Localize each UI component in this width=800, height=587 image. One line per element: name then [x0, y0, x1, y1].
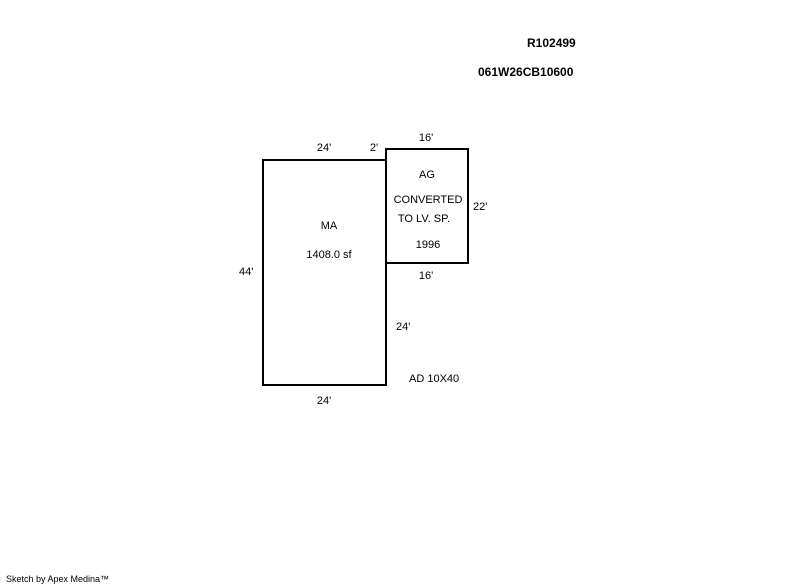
- dim-main-right-lower: 24': [396, 321, 410, 333]
- account-id: R102499: [527, 36, 576, 50]
- garage-note-line2: TO LV. SP.: [398, 213, 450, 225]
- dim-main-bottom: 24': [317, 395, 331, 407]
- addition-label: AD 10X40: [409, 373, 459, 385]
- dim-main-left: 44': [239, 266, 253, 278]
- main-area-code: MA: [321, 220, 338, 232]
- dim-garage-bottom: 16': [419, 270, 433, 282]
- sketch-credit: Sketch by Apex Medina™: [6, 574, 110, 584]
- garage-year: 1996: [416, 239, 440, 251]
- garage-note-line1: CONVERTED: [394, 194, 463, 206]
- attached-garage-outline: [385, 148, 469, 264]
- main-area-outline: [262, 159, 387, 386]
- dim-main-top: 24': [317, 142, 331, 154]
- map-taxlot-number: 061W26CB10600: [478, 65, 574, 79]
- garage-code: AG: [419, 169, 435, 181]
- main-area-size: 1408.0 sf: [306, 249, 352, 261]
- dim-garage-top: 16': [419, 132, 433, 144]
- dim-garage-right: 22': [473, 201, 487, 213]
- dim-gap-top: 2': [370, 142, 378, 154]
